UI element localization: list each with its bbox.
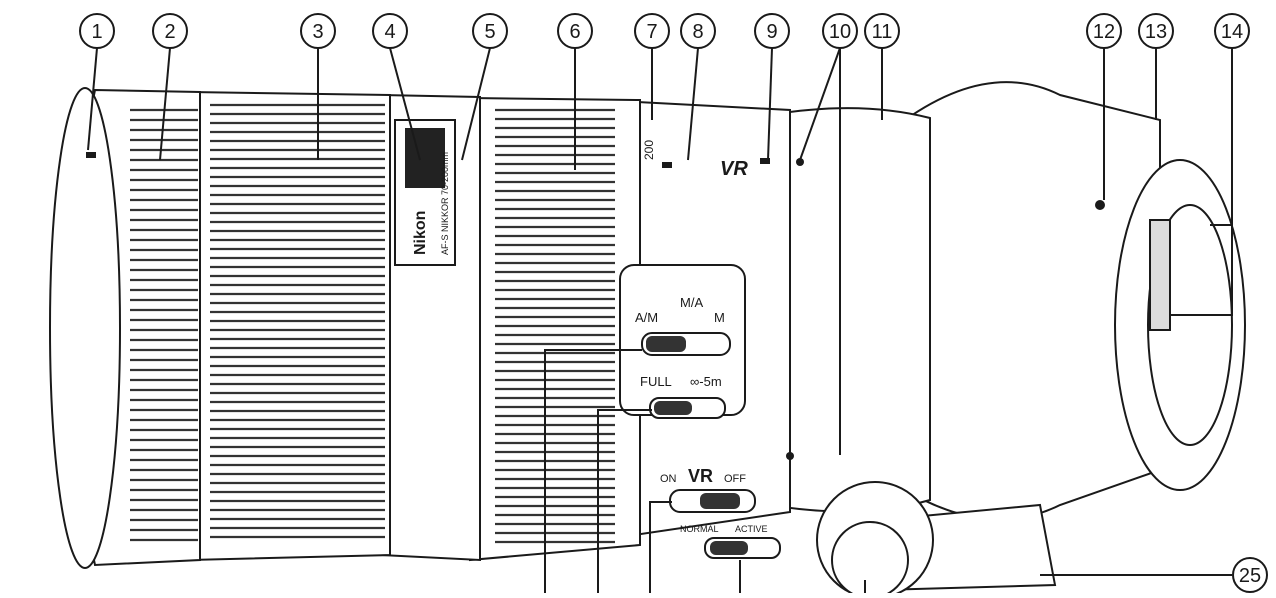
vr-mode-normal: NORMAL — [680, 524, 719, 534]
grip-ribbing — [130, 103, 615, 544]
callout-circle — [79, 13, 115, 49]
focus-limit-left: FULL — [640, 374, 672, 389]
callout-label: 9 — [766, 21, 777, 43]
vr-on-label: ON — [660, 473, 677, 485]
bottom-leader-lines — [544, 349, 1232, 593]
focus-mode-middle: M/A — [680, 295, 703, 310]
callout-label: 1 — [91, 21, 102, 43]
vr-off-label: OFF — [724, 473, 746, 485]
callout-label: 10 — [829, 21, 851, 43]
callout-circle — [372, 13, 408, 49]
top-leader-lines — [87, 47, 1233, 455]
name-window: Nikon AF-S NIKKOR 70-200mm — [394, 119, 456, 266]
callout-label: 25 — [1239, 565, 1261, 587]
vr-mode-knob — [710, 541, 748, 555]
switch-panel: A/M M/A M FULL ∞-5m — [619, 264, 746, 419]
focus-mode-left: A/M — [635, 310, 658, 325]
callout-label: 3 — [312, 21, 323, 43]
collar-index — [760, 158, 770, 164]
mounting-index — [1095, 200, 1105, 210]
focal-length-mark: 200 — [642, 140, 656, 160]
tripod-foot — [816, 481, 1057, 598]
focus-ring — [189, 90, 391, 562]
brand-label: Nikon — [412, 211, 429, 255]
index-marks — [86, 152, 804, 460]
callout-label: 2 — [164, 21, 175, 43]
callout-circle — [472, 13, 508, 49]
collar-dot-lower — [786, 452, 794, 460]
cpu-contacts — [1149, 219, 1171, 331]
vr-power-knob — [700, 493, 740, 509]
callout-circle — [822, 13, 858, 49]
callout-circle — [152, 13, 188, 49]
callout-circle — [1138, 13, 1174, 49]
callout-label: 13 — [1145, 21, 1167, 43]
distance-scale-window — [405, 128, 445, 188]
vr-logo: VR — [720, 158, 748, 180]
callout-label: 5 — [484, 21, 495, 43]
focus-limit-right: ∞-5m — [690, 374, 722, 389]
vr-panel: VR ON OFF NORMAL ACTIVE — [660, 466, 781, 559]
callout-label: 14 — [1221, 21, 1243, 43]
callout-circle — [1232, 557, 1268, 593]
leader-focus-mode — [544, 349, 642, 593]
callout-label: 7 — [646, 21, 657, 43]
focal-length-index — [662, 162, 672, 168]
model-label: AF-S NIKKOR 70-200mm — [440, 152, 450, 255]
focus-mode-right: M — [714, 310, 725, 325]
callout-label: 4 — [384, 21, 395, 43]
callout-circle — [864, 13, 900, 49]
tripod-collar — [769, 107, 931, 513]
callout-label: 8 — [692, 21, 703, 43]
front-element-rim — [49, 87, 121, 569]
callout-circle — [557, 13, 593, 49]
vr-mode-active: ACTIVE — [735, 524, 768, 534]
callout-label: 12 — [1093, 21, 1115, 43]
lens-mount — [1095, 159, 1246, 491]
focus-limit-knob — [654, 401, 692, 415]
callout-circle — [680, 13, 716, 49]
callout-circle — [1086, 13, 1122, 49]
collar-lock-knob-center — [831, 521, 909, 598]
leader-vr-power — [649, 501, 672, 593]
callout-label: 11 — [872, 21, 893, 43]
leader-focus-limit — [597, 409, 652, 593]
collar-dot-upper — [796, 158, 804, 166]
focus-mode-knob — [646, 336, 686, 352]
callout-circle — [754, 13, 790, 49]
callout-circle — [634, 13, 670, 49]
vr-title: VR — [688, 466, 713, 486]
callout-circle — [1214, 13, 1250, 49]
callout-label: 6 — [569, 21, 580, 43]
zoom-ring — [469, 96, 641, 562]
callout-circle — [300, 13, 336, 49]
hood-mounting-index — [86, 152, 96, 158]
